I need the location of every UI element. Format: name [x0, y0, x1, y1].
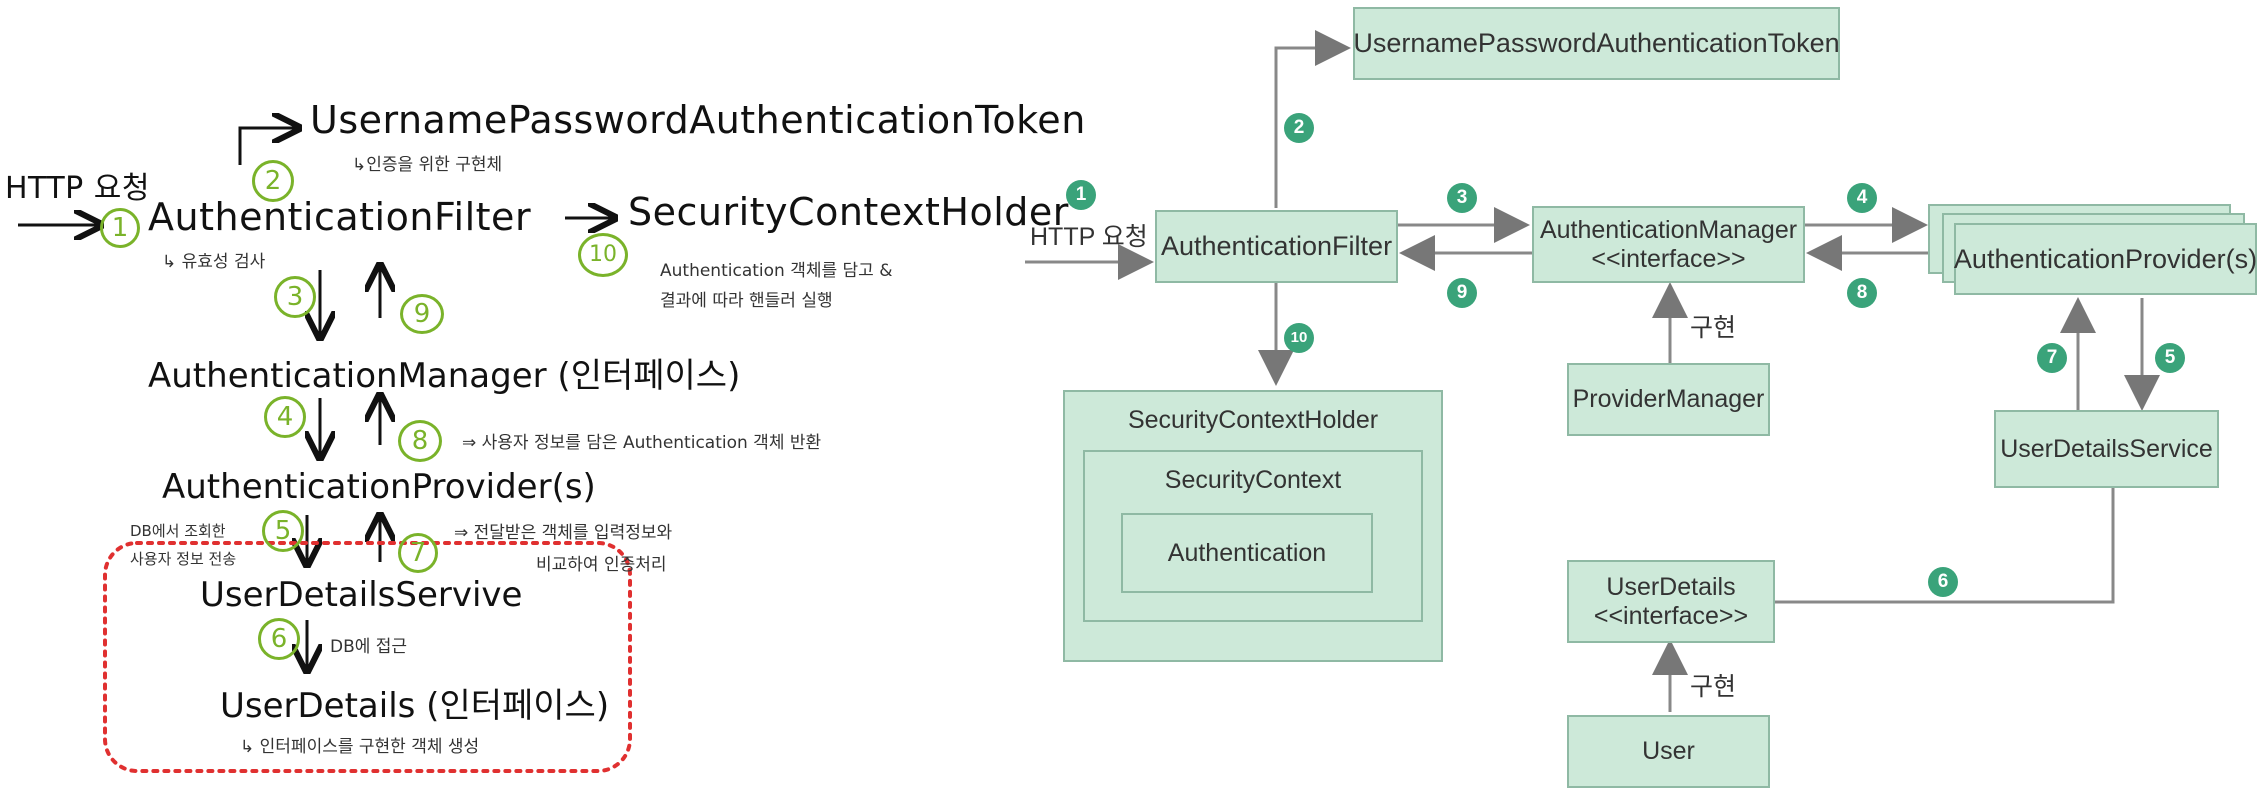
right-token-box: UsernamePasswordAuthenticationToken [1353, 7, 1840, 80]
right-step-10: 10 [1284, 323, 1314, 353]
left-provider-note-left-1: DB에서 조회한 [130, 522, 226, 540]
left-step-10: 10 [578, 233, 628, 277]
right-uds-box: UserDetailsService [1994, 410, 2219, 488]
left-step-9: 9 [400, 294, 444, 334]
left-ud: UserDetails (인터페이스) [220, 686, 610, 726]
right-step-9: 9 [1447, 278, 1477, 308]
right-provider-manager-box: ProviderManager [1567, 363, 1770, 436]
right-step-6: 6 [1928, 567, 1958, 597]
right-authentication-box: Authentication [1121, 513, 1373, 593]
right-ud-box: UserDetails <<interface>> [1567, 560, 1775, 643]
right-step-1: 1 [1066, 180, 1096, 210]
left-uds-note: DB에 접근 [330, 637, 408, 657]
right-uds-label: UserDetailsService [2000, 434, 2213, 463]
right-provider-manager-label: ProviderManager [1572, 385, 1765, 413]
right-ud-line1: UserDetails [1606, 572, 1736, 601]
left-step-5: 5 [262, 510, 304, 552]
right-user-box: User [1567, 715, 1770, 788]
right-filter-label: AuthenticationFilter [1160, 231, 1393, 261]
right-provider-box: AuthenticationProvider(s) [1954, 223, 2257, 295]
right-user-label: User [1642, 737, 1695, 765]
right-http-request: HTTP 요청 [1030, 223, 1148, 251]
left-token-arrow [238, 128, 296, 165]
left-step-1: 1 [100, 208, 140, 248]
left-ud-note: ↳ 인터페이스를 구현한 객체 생성 [240, 737, 480, 757]
left-provider: AuthenticationProvider(s) [162, 467, 596, 507]
left-provider-note-right-2: 비교하여 인증처리 [536, 555, 667, 575]
right-implements-label-2: 구현 [1690, 673, 1737, 701]
right-implements-label: 구현 [1690, 314, 1737, 342]
right-ud-line2: <<interface>> [1593, 601, 1749, 630]
right-manager-line2: <<interface>> [1591, 244, 1746, 273]
left-manager-note: ⇒ 사용자 정보를 담은 Authentication 객체 반환 [462, 433, 822, 453]
left-arrows-layer [18, 0, 632, 773]
right-token-label: UsernamePasswordAuthenticationToken [1353, 28, 1840, 58]
left-holder-note-1: Authentication 객체를 담고 & [660, 261, 893, 281]
right-holder-label: SecurityContextHolder [1127, 406, 1379, 434]
right-step-2: 2 [1284, 113, 1314, 143]
right-step-3: 3 [1447, 183, 1477, 213]
left-step-7: 7 [398, 533, 438, 573]
left-holder-note-2: 결과에 따라 핸들러 실행 [660, 291, 833, 311]
left-step-3: 3 [274, 276, 316, 318]
right-provider-label: AuthenticationProvider(s) [1953, 243, 2258, 274]
right-step-5: 5 [2155, 343, 2185, 373]
left-token: UsernamePasswordAuthenticationToken [310, 98, 1086, 142]
left-step-2: 2 [252, 160, 294, 202]
right-step-7: 7 [2037, 343, 2067, 373]
left-step-4: 4 [264, 396, 306, 438]
right-step-4: 4 [1847, 183, 1877, 213]
left-manager: AuthenticationManager (인터페이스) [148, 356, 741, 396]
left-dotted-region [103, 541, 632, 773]
left-filter-note: ↳ 유효성 검사 [162, 252, 266, 272]
left-http-request: HTTP 요청 [5, 171, 151, 206]
left-step-6: 6 [258, 618, 300, 660]
right-arrow-2 [1274, 30, 1351, 208]
right-filter-box: AuthenticationFilter [1155, 210, 1398, 283]
right-manager-line1: AuthenticationManager [1539, 215, 1798, 244]
left-token-note: ↳인증을 위한 구현체 [352, 155, 503, 175]
right-step-8: 8 [1847, 278, 1877, 308]
left-filter: AuthenticationFilter [148, 195, 532, 239]
left-step-8: 8 [398, 420, 442, 462]
left-provider-note-left-2: 사용자 정보 전송 [130, 550, 237, 568]
right-manager-box: AuthenticationManager <<interface>> [1532, 206, 1805, 283]
right-context-label: SecurityContext [1164, 466, 1342, 494]
left-holder: SecurityContextHolder [628, 190, 1069, 234]
right-authentication-label: Authentication [1167, 538, 1327, 567]
left-uds: UserDetailsServive [200, 575, 523, 615]
right-arrow-6 [1775, 488, 2115, 604]
left-provider-note-right-1: ⇒ 전달받은 객체를 입력정보와 [454, 523, 673, 543]
